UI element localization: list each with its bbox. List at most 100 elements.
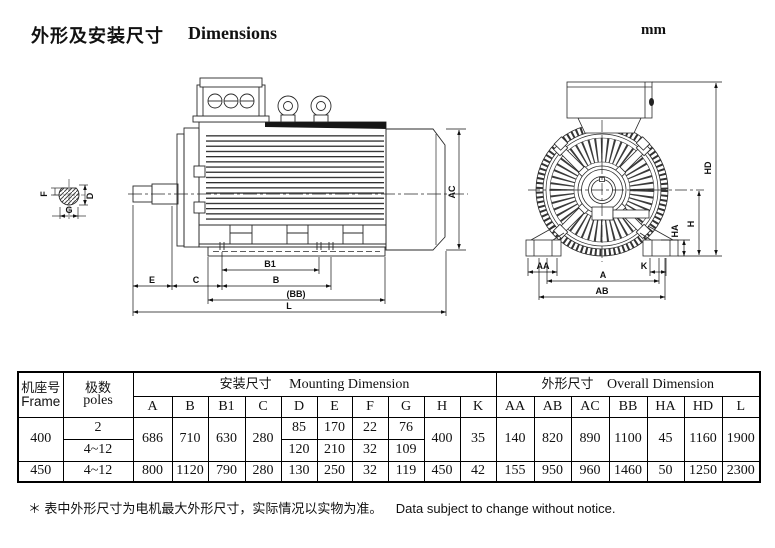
dim-label-l: L — [286, 301, 292, 311]
header-overall: 外形尺寸 Overall Dimension — [495, 371, 761, 397]
col-K: K — [459, 396, 497, 418]
dim-label-ha: HA — [670, 224, 680, 237]
cell-400-412p-D: 120 — [280, 439, 318, 462]
cell-400-412p-F: 32 — [351, 439, 389, 462]
dim-label-e: E — [149, 275, 155, 285]
cell-400-HA: 45 — [646, 417, 685, 462]
cell-400-HD: 1160 — [683, 417, 723, 462]
cell-400-2p-D: 85 — [280, 417, 318, 440]
cell-400-2p-E: 170 — [316, 417, 353, 440]
header-mounting: 安装尺寸 Mounting Dimension — [132, 371, 497, 397]
cell-450-D: 130 — [280, 461, 318, 482]
dim-label-f: F — [39, 191, 49, 197]
cell-400-AA: 140 — [495, 417, 535, 462]
dim-label-c: C — [193, 275, 200, 285]
dim-label-b: B — [273, 275, 280, 285]
front-view-drawing — [525, 81, 704, 262]
header-overall-en: Overall Dimension — [607, 376, 714, 392]
col-HD: HD — [683, 396, 723, 418]
cell-450-F: 32 — [351, 461, 389, 482]
cell-400-2p-F: 22 — [351, 417, 389, 440]
cell-400-BB: 1100 — [608, 417, 648, 462]
header-mounting-en: Mounting Dimension — [289, 376, 410, 392]
header-poles-cn: 极数 — [84, 379, 111, 395]
cell-450-HD: 1250 — [683, 461, 723, 482]
cell-400-K: 35 — [459, 417, 497, 462]
cell-450-AB: 950 — [533, 461, 572, 482]
header-poles: 极数 poles — [62, 371, 134, 418]
col-D: D — [280, 396, 318, 418]
footnote-marker: ＊ — [28, 501, 42, 516]
header-frame: 机座号 Frame — [17, 371, 64, 418]
dim-label-ac: AC — [447, 185, 457, 198]
dim-label-h: H — [686, 221, 696, 228]
col-HA: HA — [646, 396, 685, 418]
col-BB: BB — [608, 396, 648, 418]
dim-label-a: A — [600, 270, 607, 280]
cell-400-B1: 630 — [207, 417, 246, 462]
col-A: A — [132, 396, 173, 418]
dim-label-ab: AB — [596, 286, 609, 296]
page-title-en: Dimensions — [188, 23, 278, 43]
cell-frame-450: 450 — [17, 461, 64, 482]
col-AA: AA — [495, 396, 535, 418]
dim-label-d: D — [85, 192, 95, 199]
cell-450-B: 1120 — [171, 461, 209, 482]
col-AC: AC — [570, 396, 610, 418]
cell-450-K: 42 — [459, 461, 497, 482]
table-row-450: 450 4~12 800 1120 790 280 130 250 32 119… — [17, 461, 761, 482]
cell-poles-4-12: 4~12 — [62, 439, 134, 462]
col-C: C — [244, 396, 282, 418]
cell-400-H: 400 — [423, 417, 461, 462]
cell-450-L: 2300 — [721, 461, 761, 482]
col-B1: B1 — [207, 396, 246, 418]
cell-450-A: 800 — [132, 461, 173, 482]
header-frame-en: Frame — [21, 393, 61, 409]
cell-400-B: 710 — [171, 417, 209, 462]
header-overall-cn: 外形尺寸 — [541, 375, 594, 391]
cell-400-2p-G: 76 — [387, 417, 425, 440]
dim-label-k: K — [641, 261, 648, 271]
column-header-row: A B B1 C D E F G H K AA AB AC BB HA HD L — [18, 396, 761, 418]
dim-label-b1: B1 — [264, 259, 276, 269]
shaft-section-detail — [51, 179, 88, 221]
header-poles-en: poles — [83, 393, 113, 409]
dim-label-g: G — [65, 205, 72, 215]
col-AB: AB — [533, 396, 572, 418]
cell-400-AC: 890 — [570, 417, 610, 462]
dim-label-bb: (BB) — [287, 289, 306, 299]
dim-label-aa: AA — [537, 261, 550, 271]
col-H: H — [423, 396, 461, 418]
cell-450-HA: 50 — [646, 461, 685, 482]
cell-450-BB: 1460 — [608, 461, 648, 482]
side-view-dimensions — [132, 128, 466, 316]
cell-450-E: 250 — [316, 461, 353, 482]
cell-400-L: 1900 — [721, 417, 761, 462]
col-G: G — [387, 396, 425, 418]
cell-frame-400: 400 — [17, 417, 64, 462]
cell-450-B1: 790 — [207, 461, 246, 482]
col-L: L — [721, 396, 761, 418]
side-view-drawing — [128, 77, 468, 257]
col-B: B — [171, 396, 209, 418]
footnote: ＊ 表中外形尺寸为电机最大外形尺寸，实际情况以实物为准。 Data subjec… — [28, 498, 615, 517]
header-frame-cn: 机座号 — [21, 380, 61, 396]
front-view-dimensions — [527, 81, 722, 300]
cell-450-C: 280 — [244, 461, 282, 482]
cell-poles-2: 2 — [62, 417, 134, 440]
header-mounting-cn: 安装尺寸 — [219, 375, 272, 391]
dimension-table: 机座号 Frame 极数 poles 安装尺寸 Mounting Dimensi… — [17, 371, 761, 483]
cell-400-412p-G: 109 — [387, 439, 425, 462]
col-E: E — [316, 396, 353, 418]
cell-450-AA: 155 — [495, 461, 535, 482]
col-F: F — [351, 396, 389, 418]
dim-label-hd: HD — [703, 161, 713, 174]
unit-label: mm — [641, 22, 666, 38]
cell-450-H: 450 — [423, 461, 461, 482]
cell-400-A: 686 — [132, 417, 173, 462]
table-row-400-2p: 400 2 686 710 630 280 85 170 22 76 400 3… — [17, 417, 761, 462]
cell-400-C: 280 — [244, 417, 282, 462]
cell-450-AC: 960 — [570, 461, 610, 482]
